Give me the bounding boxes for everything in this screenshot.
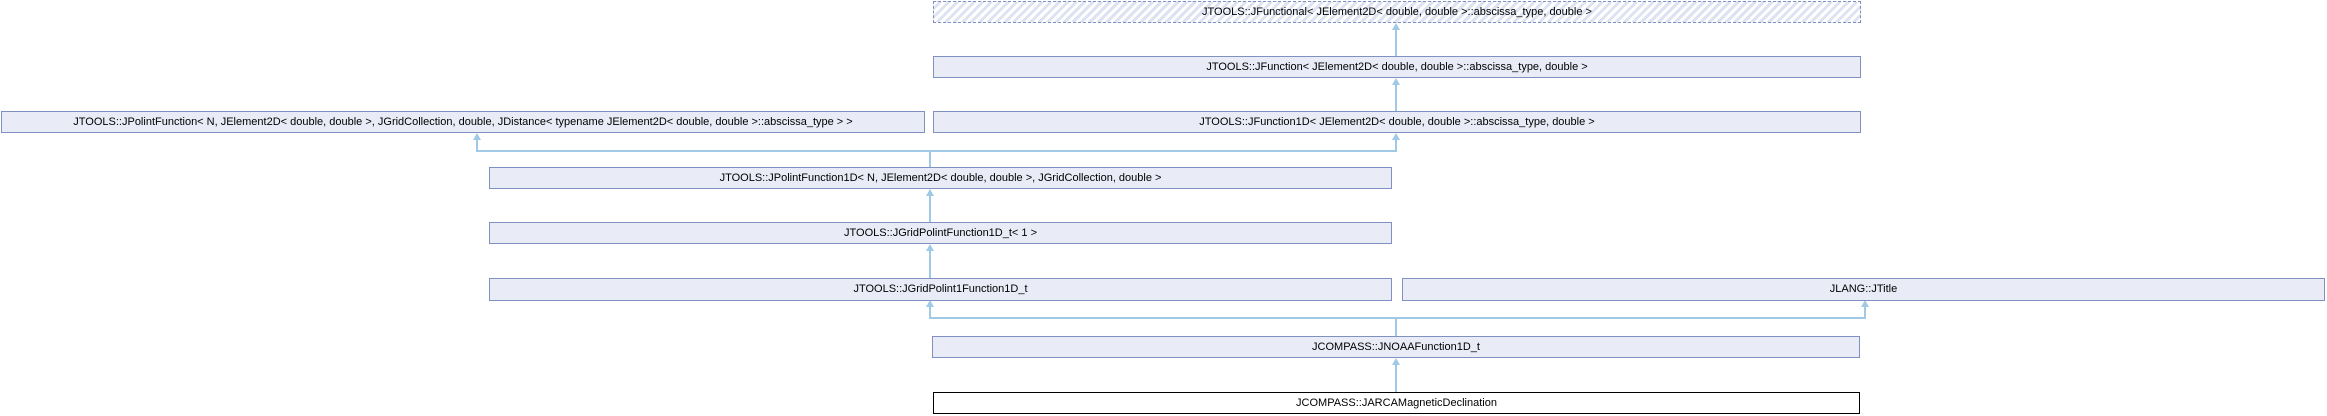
inheritance-arrowhead-icon [926, 244, 934, 251]
inheritance-edge-line [1395, 85, 1397, 111]
class-node-jnoaafunction1d-t[interactable]: JCOMPASS::JNOAAFunction1D_t [932, 336, 1860, 358]
inheritance-edge-line [476, 150, 1397, 152]
inheritance-arrowhead-icon [1861, 300, 1869, 307]
class-node-jfunctional[interactable]: JTOOLS::JFunctional< JElement2D< double,… [933, 1, 1861, 23]
inheritance-arrowhead-icon [1392, 23, 1400, 30]
class-node-jfunction1d[interactable]: JTOOLS::JFunction1D< JElement2D< double,… [933, 111, 1861, 133]
class-node-jgridpolint1function1d-t[interactable]: JTOOLS::JGridPolint1Function1D_t [489, 278, 1392, 301]
class-node-jpolintfunction[interactable]: JTOOLS::JPolintFunction< N, JElement2D< … [1, 111, 925, 133]
class-node-jarcamagneticdeclination: JCOMPASS::JARCAMagneticDeclination [933, 392, 1860, 414]
class-node-jtitle[interactable]: JLANG::JTitle [1402, 278, 2325, 301]
inheritance-edge-line [929, 251, 931, 278]
inheritance-arrowhead-icon [1392, 78, 1400, 85]
class-node-jfunction[interactable]: JTOOLS::JFunction< JElement2D< double, d… [933, 56, 1861, 78]
inheritance-arrowhead-icon [926, 300, 934, 307]
inheritance-edge-line [1864, 307, 1866, 318]
inheritance-edge-line [929, 307, 931, 318]
inheritance-edge-line [929, 317, 1866, 319]
inheritance-arrowhead-icon [926, 189, 934, 196]
inheritance-edge-line [476, 140, 478, 151]
class-node-jgridpolintfunction1d-t[interactable]: JTOOLS::JGridPolintFunction1D_t< 1 > [489, 222, 1392, 244]
inheritance-edge-line [1395, 140, 1397, 152]
inheritance-edge-line [1395, 317, 1397, 336]
inheritance-edge-line [929, 150, 931, 167]
inheritance-arrowhead-icon [1392, 133, 1400, 140]
class-node-jpolintfunction1d[interactable]: JTOOLS::JPolintFunction1D< N, JElement2D… [489, 167, 1392, 189]
inheritance-edge-line [929, 196, 931, 222]
inheritance-arrowhead-icon [473, 133, 481, 140]
inheritance-edge-line [1395, 365, 1397, 392]
inheritance-edge-line [1395, 30, 1397, 56]
inheritance-arrowhead-icon [1392, 358, 1400, 365]
